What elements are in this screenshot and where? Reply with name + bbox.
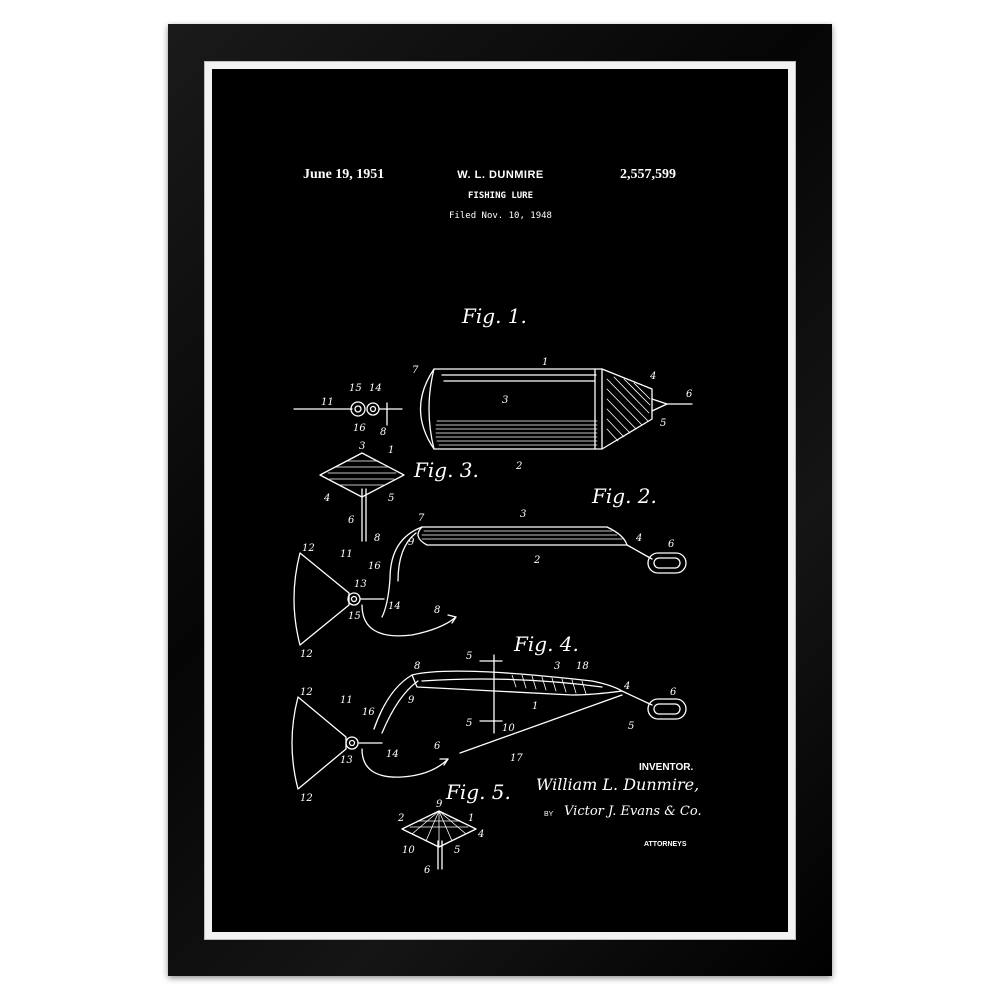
fig1-drawing: Fig. 1.: [293, 304, 693, 472]
fig2-label: 14: [388, 601, 401, 612]
fig4-label: 8: [414, 661, 420, 672]
patent-drawing: Fig. 1.: [291, 304, 693, 876]
fig4-label: 6: [670, 687, 677, 698]
fig3-label: 4: [323, 493, 330, 504]
fig1-label: 4: [649, 371, 656, 382]
fig1-label: 3: [502, 395, 508, 406]
fig2-label: 4: [635, 533, 642, 544]
fig2-label: 8: [434, 605, 440, 616]
picture-frame: June 19, 1951 W. L. DUNMIRE FISHING LURE…: [168, 24, 832, 976]
fig3-label: 1: [388, 445, 394, 456]
fig2-label: 15: [348, 611, 361, 622]
fig2-label: 9: [408, 537, 415, 548]
fig1-label: 16: [353, 423, 366, 434]
fig1-label: 5: [660, 418, 666, 429]
fig4-label: 18: [576, 661, 589, 672]
fig1-label: 2: [515, 461, 522, 472]
fig4-label: 5: [466, 718, 472, 729]
fig2-label: 12: [300, 649, 313, 660]
fig5-caption: Fig. 5.: [445, 780, 511, 804]
fig2-label: 7: [418, 513, 425, 524]
inventor-name: W. L. DUNMIRE: [457, 169, 544, 181]
fig5-label: 10: [402, 845, 415, 856]
fig2-label: 2: [533, 555, 540, 566]
fig5-drawing: Fig. 5. 9 2 1 4 10: [397, 780, 511, 876]
fig3-label: 8: [374, 533, 380, 544]
fig2-label: 16: [368, 561, 381, 572]
fig4-drawing: Fig. 4.: [291, 632, 687, 804]
fig1-label: 11: [321, 397, 334, 408]
fig4-label: 11: [340, 695, 353, 706]
fig4-label: 10: [502, 723, 515, 734]
fig4-label: 3: [554, 661, 560, 672]
fig5-label: 9: [436, 799, 443, 810]
patent-date: June 19, 1951: [303, 167, 385, 182]
fig4-label: 12: [300, 687, 313, 698]
fig1-label: 6: [686, 389, 693, 400]
fig1-caption: Fig. 1.: [461, 304, 527, 328]
fig4-caption: Fig. 4.: [513, 632, 579, 656]
fig1-label: 8: [380, 427, 386, 438]
fig2-label: 3: [520, 509, 526, 520]
fig2-caption: Fig. 2.: [591, 484, 657, 508]
fig3-caption: Fig. 3.: [413, 458, 479, 482]
fig3-label: 3: [359, 441, 365, 452]
fig5-label: 2: [397, 813, 404, 824]
fig4-label: 13: [340, 755, 353, 766]
fig1-label: 1: [542, 357, 548, 368]
fig4-label: 6: [434, 741, 441, 752]
fig4-label: 12: [300, 793, 313, 804]
fig2-label: 13: [354, 579, 367, 590]
attorneys-label: ATTORNEYS: [644, 841, 687, 848]
fig2-label: 12: [302, 543, 315, 554]
patent-title: FISHING LURE: [467, 191, 534, 201]
fig5-label: 6: [424, 865, 431, 876]
patent-number: 2,557,599: [620, 167, 676, 182]
fig4-label: 16: [362, 707, 375, 718]
inventor-signature: William L. Dunmire,: [536, 775, 700, 794]
fig5-label: 4: [477, 829, 484, 840]
fig4-label: 1: [532, 701, 538, 712]
fig1-label: 15: [349, 383, 362, 394]
fig2-label: 11: [340, 549, 353, 560]
patent-print: June 19, 1951 W. L. DUNMIRE FISHING LURE…: [212, 69, 788, 932]
fig3-label: 5: [388, 493, 394, 504]
fig4-label: 4: [623, 681, 630, 692]
fig3-drawing: Fig. 3. 3 1 4 5 6 8: [319, 441, 479, 544]
fig5-label: 5: [454, 845, 460, 856]
fig4-label: 5: [628, 721, 634, 732]
fig4-label: 17: [510, 753, 523, 764]
attorney-signature: Victor J. Evans & Co.: [564, 804, 702, 819]
fig4-label: 9: [408, 695, 415, 706]
fig4-label: 5: [466, 651, 472, 662]
fig1-label: 14: [369, 383, 382, 394]
inventor-label: INVENTOR.: [639, 762, 694, 773]
fig3-label: 6: [348, 515, 355, 526]
fig2-drawing: Fig. 2.: [293, 484, 687, 660]
fig2-label: 6: [668, 539, 675, 550]
fig5-label: 1: [468, 813, 474, 824]
frame-liner: June 19, 1951 W. L. DUNMIRE FISHING LURE…: [204, 61, 796, 940]
fig1-label: 7: [412, 365, 419, 376]
by-label: BY: [544, 811, 554, 818]
filed-date: Filed Nov. 10, 1948: [449, 211, 552, 221]
fig4-label: 14: [386, 749, 399, 760]
